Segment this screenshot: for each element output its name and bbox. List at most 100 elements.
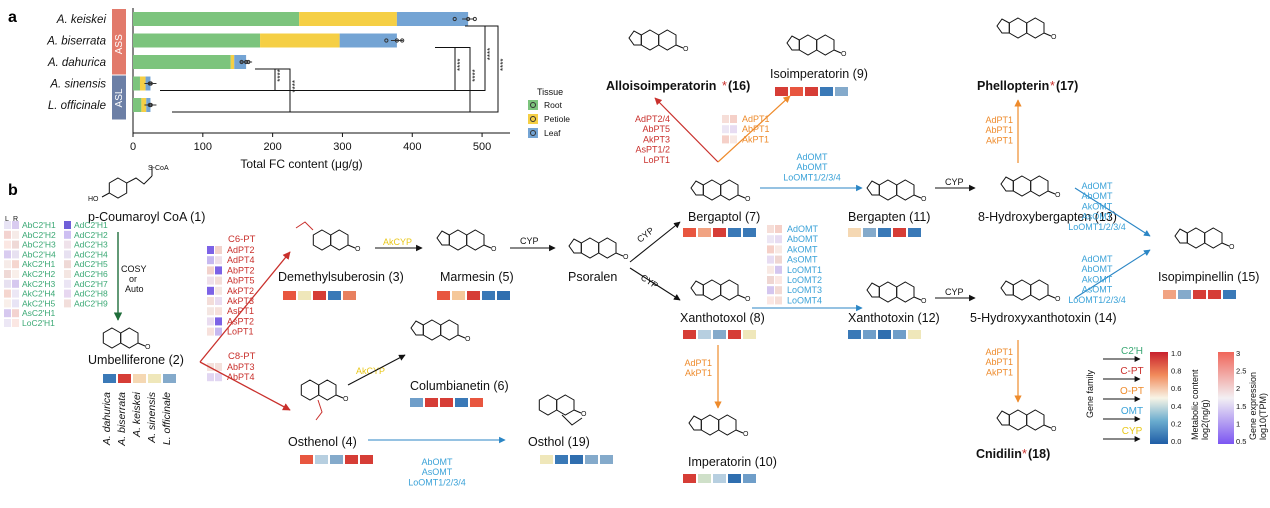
c2h-heat-cell [64,289,71,298]
heat-cell [283,291,296,300]
significance-label: **** [276,69,285,81]
isoimperatorin-label: Isoimperatorin (9) [770,67,868,81]
gene-label: LoPT1 [227,327,254,337]
c6pt-arrow [199,251,291,363]
expression-tick-label: 1.5 [1236,402,1246,411]
heat-cell [848,228,861,237]
x-tick-label: 500 [473,141,491,153]
heat-cell [743,228,756,237]
gene-heat-cell [775,255,782,264]
isoimperatorin-heat [775,87,848,96]
heat-cell [775,87,788,96]
metabolic-tick-label: 0.4 [1171,402,1181,411]
gene-family-title: Gene family [1085,369,1095,418]
c2h-heat-cell [4,250,11,259]
heat-cell [1223,290,1236,299]
bar-segment-root [133,55,231,69]
heat-cell [300,455,313,464]
gene-heat-cell [207,327,214,336]
akcyp-col-label: AkCYP [356,366,385,376]
heat-cell [315,455,328,464]
bergaptol-structure [690,179,752,204]
c2h-gene-label: AbC2'H3 [22,240,56,250]
umbelliferone-label: Umbelliferone (2) [88,353,184,367]
heat-cell [600,455,613,464]
gene-heat-cell [215,256,222,265]
heat-cell [728,228,741,237]
heat-cell [728,474,741,483]
marmesin-label: Marmesin (5) [440,270,514,284]
gene-label: AbOMT [1081,264,1113,274]
cyp-label-marmesin: CYP [520,236,539,246]
heat-cell [455,398,468,407]
gene-heat-cell [775,265,782,274]
sample-point [244,59,249,65]
c2h-heat-cell [64,250,71,259]
gene-heat-cell [767,225,774,233]
heat-cell [878,228,891,237]
panel-b-label: b [8,182,18,199]
gene-label: AdOMT [787,224,819,234]
heat-cell [585,455,598,464]
gene-label: LoPT1 [643,155,670,165]
coumaroyl-label: p-Coumaroyl CoA (1) [88,210,205,224]
gene-label: AbOMT [796,162,828,172]
heat-cell [133,374,146,383]
opt-iso-arrow [717,95,791,163]
metabolic-colorbar [1150,352,1168,444]
significance-label: **** [486,48,495,60]
gene-heat-cell [775,225,782,233]
gene-label: AbPT1 [985,357,1013,367]
group-ass-label: ASS [114,34,125,54]
c2h-gene-label: LoC2'H1 [22,318,55,328]
heat-cell [683,330,696,339]
gene-label: AbPT2 [227,265,255,275]
c2h-heat-cell [4,270,11,278]
gene-heat-cell [207,256,214,265]
expression-ticks: 32.521.510.5 [1236,349,1246,446]
gene-heat-cell [775,286,782,295]
c2h-heat-cell [4,299,11,308]
c2h-heat-cell [64,260,71,269]
gene-label: AdPT4 [227,255,255,265]
osthol-label: Osthol (19) [528,435,590,449]
gene-heat-cell [207,317,214,326]
expression-tick-label: 2 [1236,384,1240,393]
isopimpinellin-heat [1163,290,1236,299]
heat-cell [728,330,741,339]
species-label: A. sinensis [49,79,106,91]
xanthotoxin-label: Xanthotoxin (12) [848,311,940,325]
psoralen-structure [568,237,630,262]
c2h-gene-label: AsC2'H1 [22,308,56,318]
bergaptol-heat [683,228,756,237]
species-axis-label: L. officinale [161,392,173,445]
x-tick-label: 300 [333,141,351,153]
bar-segment-root [133,33,261,48]
legend-swatch [528,100,538,110]
sample-point [472,16,477,22]
legend-swatch [528,128,538,138]
heat-cell [425,398,438,407]
c2h-gene-label: AkC2'H1 [22,259,56,269]
legend-marker [530,130,536,136]
gene-heat-cell [767,235,774,244]
gene-family-label: C-PT [1120,366,1143,377]
heat-cell [848,330,861,339]
species-axis-label: A. keiskei [131,391,143,438]
xanthotoxol-label: Xanthotoxol (8) [680,311,765,325]
gene-label: AbPT4 [227,372,255,382]
c2h-heat-cell [4,289,11,298]
c2h-heat-cell [12,299,19,308]
group-ass-bar [112,9,126,75]
demethylsuberosin-heat [283,291,356,300]
demethylsuberosin-structure [312,229,362,254]
gene-heat-cell [730,125,737,134]
c2h-heat-cell [4,260,11,269]
gene-label: AdOMT [796,152,828,162]
group-asl-label: ASL [114,88,125,107]
gene-family-label: CYP [1122,426,1143,437]
